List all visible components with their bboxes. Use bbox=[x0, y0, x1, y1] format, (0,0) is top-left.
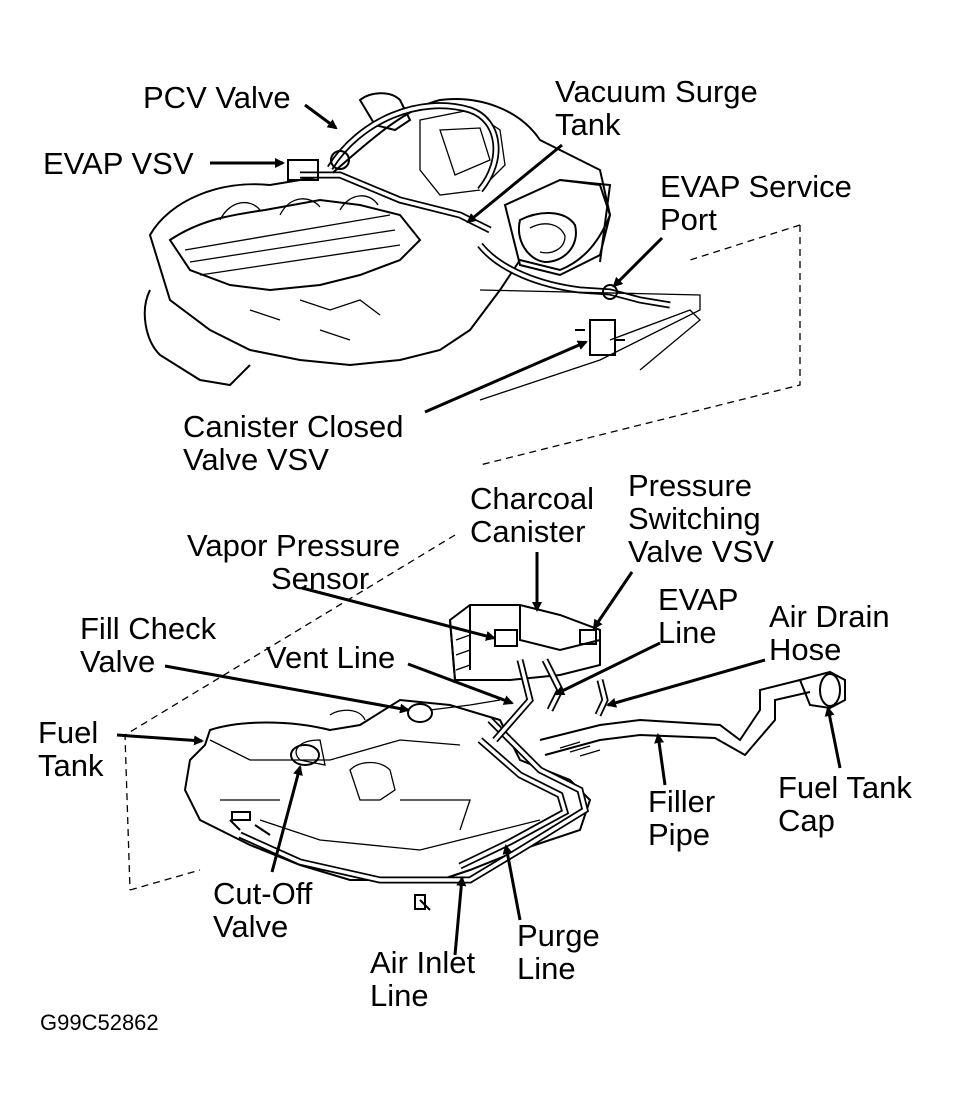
label-filler-pipe: Filler Pipe bbox=[648, 784, 716, 852]
leader-arrows bbox=[116, 103, 842, 956]
label-vacuum-surge-tank: Vacuum Surge Tank bbox=[555, 74, 758, 142]
arrow-fill-check-valve bbox=[164, 664, 410, 714]
label-air-drain-hose: Air Drain Hose bbox=[769, 599, 890, 667]
label-vent-line: Vent Line bbox=[266, 640, 396, 675]
label-charcoal-canister: Charcoal Canister bbox=[470, 481, 595, 549]
label-evap-vsv: EVAP VSV bbox=[43, 146, 194, 181]
label-fuel-tank: Fuel Tank bbox=[38, 715, 104, 783]
arrow-evap-service-port bbox=[612, 236, 664, 288]
arrow-filler-pipe bbox=[654, 733, 667, 786]
arrow-canister-closed-valve bbox=[424, 340, 588, 414]
label-purge-line: Purge Line bbox=[517, 918, 600, 986]
arrow-vacuum-surge-tank bbox=[466, 143, 563, 224]
label-evap-service-port: EVAP Service Port bbox=[660, 169, 852, 237]
label-evap-line: EVAP Line bbox=[658, 582, 739, 650]
arrow-air-inlet-line bbox=[453, 876, 467, 956]
engine-assembly bbox=[143, 92, 701, 401]
label-pcv-valve: PCV Valve bbox=[143, 80, 291, 115]
label-canister-closed-valve-vsv: Canister Closed Valve VSV bbox=[183, 409, 404, 477]
arrow-evap-line bbox=[554, 641, 661, 696]
arrow-vapor-pressure-sensor bbox=[301, 586, 496, 641]
arrow-air-drain-hose bbox=[606, 658, 766, 708]
label-cut-off-valve: Cut-Off Valve bbox=[213, 876, 313, 944]
label-fill-check-valve: Fill Check Valve bbox=[80, 611, 217, 679]
fuel-tank-assembly bbox=[183, 604, 846, 911]
arrow-fuel-tank-cap bbox=[824, 706, 842, 769]
figure-code: G99C52862 bbox=[40, 1010, 159, 1035]
arrow-cut-off-valve bbox=[270, 765, 303, 873]
arrow-fuel-tank bbox=[116, 733, 204, 746]
label-fuel-tank-cap: Fuel Tank Cap bbox=[778, 770, 912, 838]
arrow-pressure-switching-valve bbox=[592, 571, 634, 630]
arrow-pcv-valve bbox=[304, 103, 338, 130]
label-pressure-switching-valve-vsv: Pressure Switching Valve VSV bbox=[628, 468, 774, 569]
label-vapor-pressure-sensor: Vapor Pressure Sensor bbox=[187, 528, 401, 596]
arrow-vent-line bbox=[407, 662, 514, 705]
arrow-purge-line bbox=[502, 844, 522, 921]
label-air-inlet-line: Air Inlet Line bbox=[370, 945, 476, 1013]
